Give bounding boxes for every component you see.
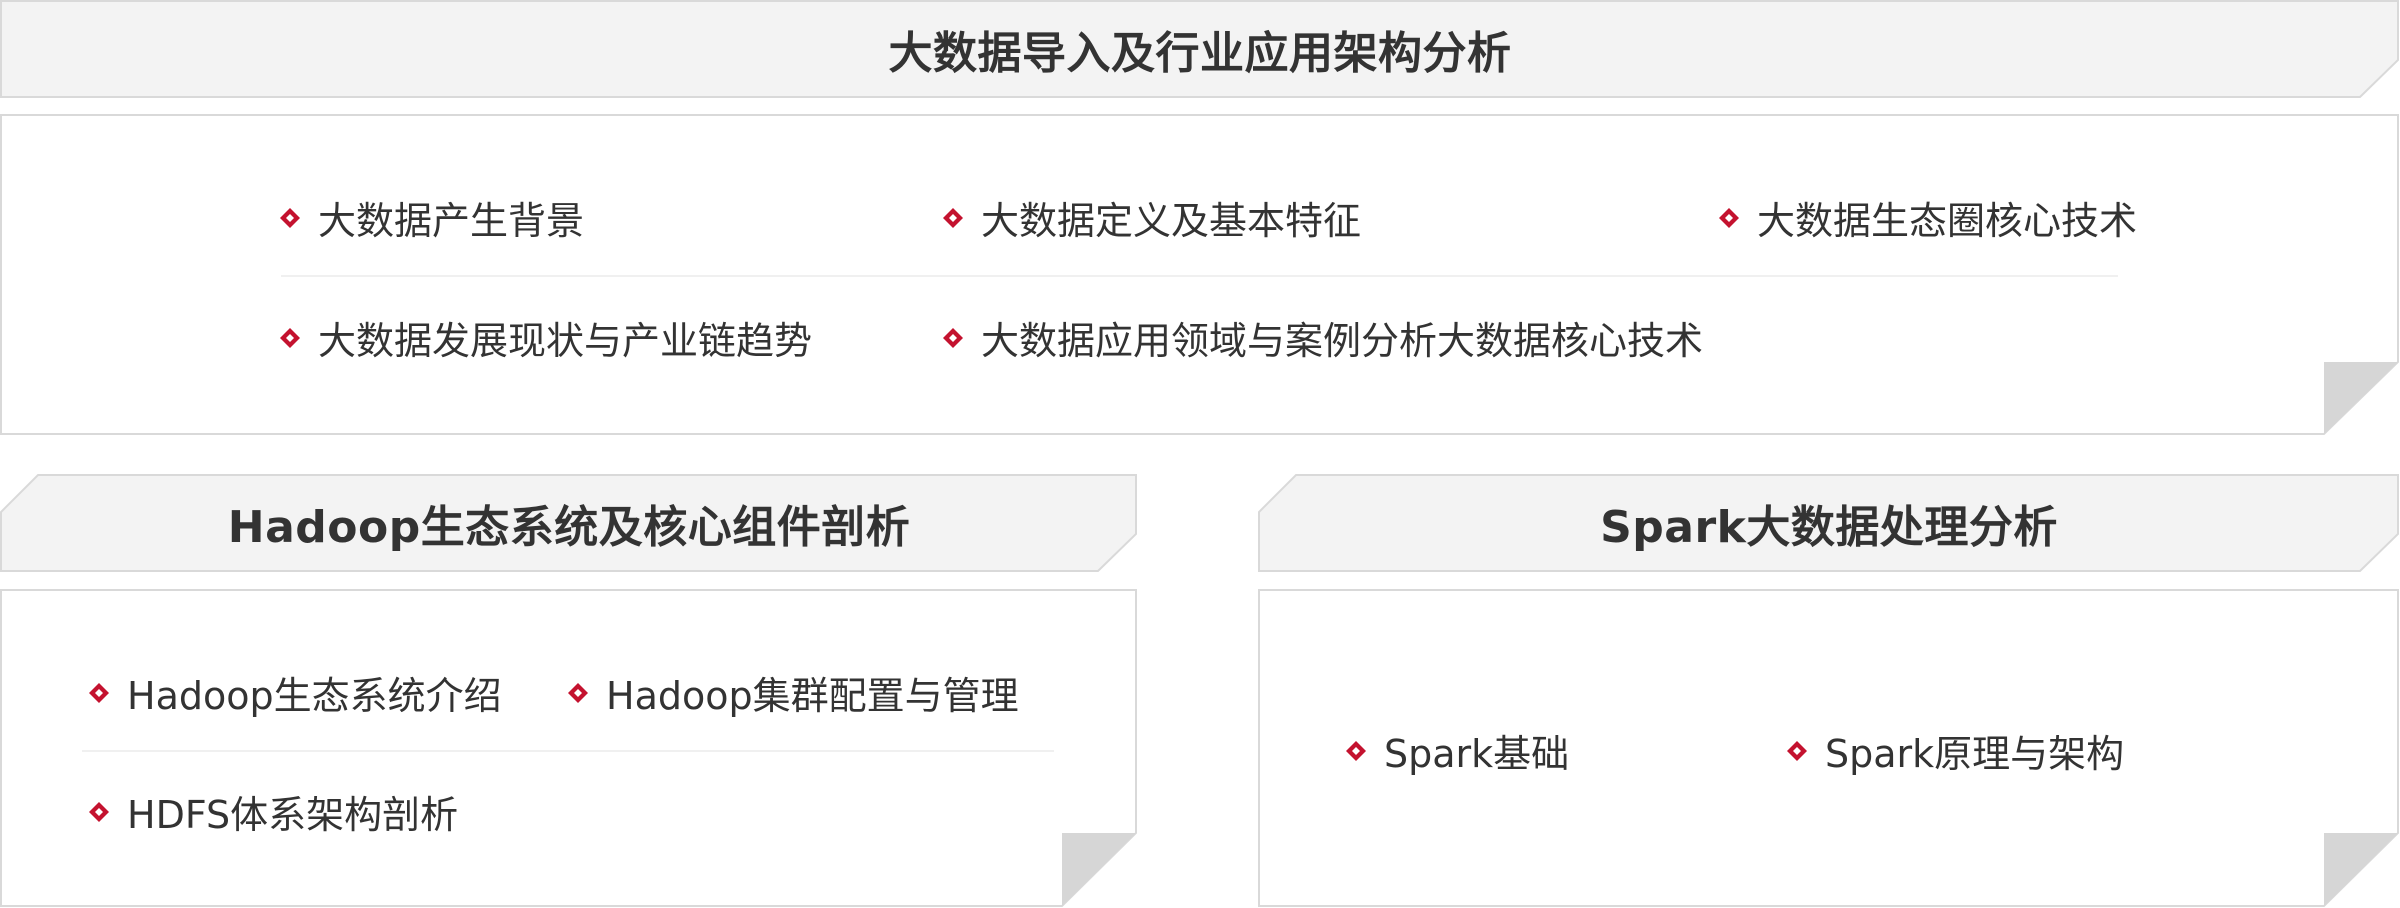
diamond-bullet-icon <box>280 327 300 348</box>
list-item: Spark基础 <box>1344 723 1569 778</box>
section-title: Hadoop生态系统及核心组件剖析 <box>227 502 911 553</box>
list-item-label: 大数据生态圈核心技术 <box>1757 199 2138 243</box>
section-title: 大数据导入及行业应用架构分析 <box>888 28 1512 79</box>
list-item: Hadoop集群配置与管理 <box>566 665 1019 720</box>
list-item: HDFS体系架构剖析 <box>87 784 458 839</box>
list-item-label: 大数据产生背景 <box>318 199 585 243</box>
list-item-label: 大数据发展现状与产业链趋势 <box>318 319 813 363</box>
section-title: Spark大数据处理分析 <box>1600 502 2058 553</box>
list-item: 大数据应用领域与案例分析大数据核心技术 <box>941 310 1703 365</box>
list-item-label: 大数据定义及基本特征 <box>981 199 1362 243</box>
diamond-bullet-icon <box>943 327 963 348</box>
panel-card-shape <box>1258 589 2399 907</box>
panel-card-shape <box>0 114 2399 435</box>
list-item: 大数据产生背景 <box>278 190 584 245</box>
diamond-bullet-icon <box>568 682 588 703</box>
row-divider <box>82 750 1054 752</box>
header-banner-shape <box>0 474 1137 572</box>
diamond-bullet-icon <box>89 801 109 822</box>
section-panel-hadoop: Hadoop生态系统介绍 Hadoop集群配置与管理 HDFS体系架构剖析 <box>0 589 1138 908</box>
diamond-bullet-icon <box>1346 740 1366 761</box>
row-divider <box>281 275 2118 277</box>
list-item: 大数据生态圈核心技术 <box>1717 190 2137 245</box>
section-panel-bigdata: 大数据产生背景 大数据定义及基本特征 大数据生态圈核心技术 大数据发展现状与产业… <box>0 114 2400 436</box>
list-item: Hadoop生态系统介绍 <box>87 665 502 720</box>
list-item-label: Hadoop生态系统介绍 <box>127 674 502 718</box>
section-header-spark: Spark大数据处理分析 <box>1258 474 2400 572</box>
panel-card-shape <box>0 589 1137 907</box>
diamond-bullet-icon <box>89 682 109 703</box>
list-item-label: Spark基础 <box>1384 732 1570 776</box>
header-banner-shape <box>1258 474 2399 572</box>
list-item: 大数据发展现状与产业链趋势 <box>278 310 812 365</box>
section-header-bigdata: 大数据导入及行业应用架构分析 <box>0 0 2400 98</box>
diamond-bullet-icon <box>280 207 300 228</box>
diamond-bullet-icon <box>1787 740 1807 761</box>
list-item-label: HDFS体系架构剖析 <box>127 793 459 837</box>
section-header-hadoop: Hadoop生态系统及核心组件剖析 <box>0 474 1138 572</box>
diamond-bullet-icon <box>1719 207 1739 228</box>
diamond-bullet-icon <box>943 207 963 228</box>
list-item: Spark原理与架构 <box>1785 723 2124 778</box>
list-item-label: Hadoop集群配置与管理 <box>606 674 1019 718</box>
header-banner-shape <box>0 0 2399 98</box>
list-item: 大数据定义及基本特征 <box>941 190 1361 245</box>
list-item-label: 大数据应用领域与案例分析大数据核心技术 <box>981 319 1704 363</box>
list-item-label: Spark原理与架构 <box>1825 732 2125 776</box>
section-panel-spark: Spark基础 Spark原理与架构 <box>1258 589 2400 908</box>
